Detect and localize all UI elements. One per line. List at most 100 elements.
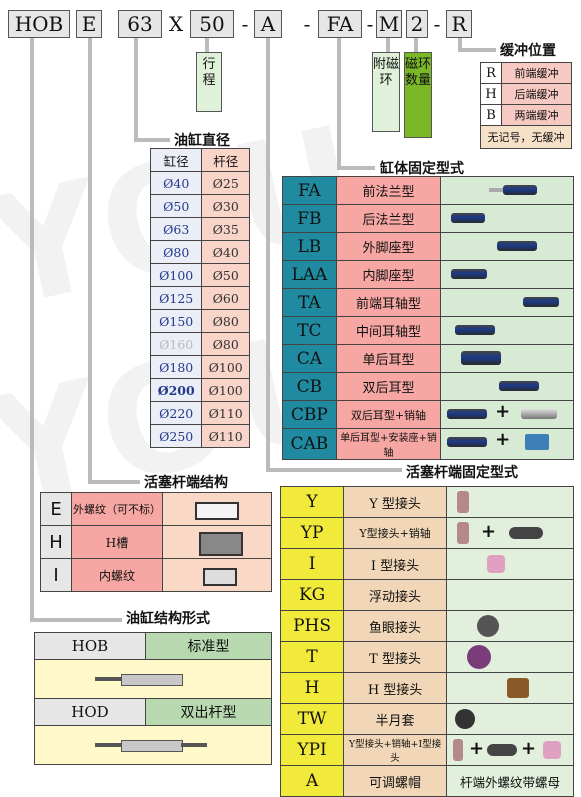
structure-title: 油缸结构形式 — [126, 611, 210, 627]
structure-code: HOD — [34, 698, 146, 726]
y-joint-icon — [452, 739, 463, 761]
leader-stroke — [205, 38, 209, 52]
code-stroke: 50 — [190, 10, 234, 38]
bore-value: Ø150 — [149, 309, 203, 333]
rod-header: 杆径 — [201, 148, 250, 172]
mount-code: LB — [282, 232, 337, 261]
bore-title: 油缸直径 — [174, 133, 230, 149]
mount-name: 内脚座型 — [335, 260, 442, 289]
mount-code: CAB — [282, 428, 337, 460]
buffer-note: 无记号，无缓冲 — [480, 125, 572, 149]
buffer-label: 前端缓冲 — [501, 62, 572, 84]
rod-end-image — [445, 641, 575, 673]
structure-row: HOD 双出杆型 — [34, 698, 272, 726]
standard-cylinder-icon — [121, 674, 183, 686]
rod-end-image: ++ — [445, 734, 575, 766]
rod-end-code: T — [279, 641, 345, 673]
code-dash: - — [366, 12, 374, 36]
bracket-icon — [525, 434, 550, 450]
rod-end-name: H 型接头 — [343, 672, 447, 704]
rod-value: Ø60 — [201, 286, 250, 310]
leader-buffer — [458, 38, 462, 52]
rod-icon — [489, 188, 504, 192]
rod-icon — [181, 743, 207, 747]
cylinder-icon — [523, 297, 560, 307]
rod-end-title: 活塞杆端固定型式 — [406, 465, 518, 481]
cylinder-icon — [447, 437, 488, 447]
rod-end-image — [445, 579, 575, 611]
rod-value: Ø110 — [201, 424, 250, 448]
structure-code: HOB — [34, 632, 146, 660]
structure-table: HOB 标准型 HOD 双出杆型 — [34, 632, 272, 765]
y-joint-icon — [456, 491, 469, 513]
piston-title: 活塞杆端结构 — [144, 475, 228, 491]
rod-end-name: 浮动接头 — [343, 579, 447, 611]
mount-image — [440, 288, 574, 317]
bore-value: Ø250 — [149, 424, 203, 448]
y-joint-icon — [456, 522, 469, 544]
leader-mount — [337, 38, 341, 170]
double-rod-cylinder-icon — [121, 740, 183, 752]
leader-buffer-h — [458, 48, 496, 52]
rod-end-name: T 型接头 — [343, 641, 447, 673]
code-separator-x: X — [168, 12, 184, 36]
code-mount: FA — [318, 10, 362, 38]
rod-value: Ø80 — [201, 309, 250, 333]
leader-bore — [134, 38, 138, 142]
bore-header: 缸径 — [149, 148, 203, 172]
code-dash: - — [303, 12, 311, 36]
mount-name: 双后耳型+销轴 — [335, 400, 442, 429]
bore-value: Ø180 — [149, 355, 203, 379]
rod-end-image — [445, 548, 575, 580]
bore-value: Ø50 — [149, 194, 203, 218]
rod-value: Ø110 — [201, 401, 250, 425]
mount-code: CBP — [282, 400, 337, 429]
mount-name: 单后耳型 — [335, 344, 442, 373]
i-joint-icon — [542, 741, 561, 759]
code-buffer: R — [446, 10, 472, 38]
magnet-count-label: 磁环数量 — [404, 52, 432, 138]
half-moon-sleeve-icon — [454, 709, 475, 729]
piston-name: H槽 — [71, 525, 163, 559]
mount-code: TC — [282, 316, 337, 345]
mount-code: CA — [282, 344, 337, 373]
rod-end-name: 半月套 — [343, 703, 447, 735]
leader-magnet — [386, 38, 390, 52]
mount-name: 前端耳轴型 — [335, 288, 442, 317]
code-dash: - — [433, 12, 441, 36]
h-joint-icon — [506, 678, 529, 698]
code-dash: - — [241, 12, 249, 36]
mount-code: FA — [282, 176, 337, 205]
buffer-code: B — [480, 104, 502, 126]
rod-value: Ø30 — [201, 194, 250, 218]
mount-image — [440, 232, 574, 261]
mount-code: LAA — [282, 260, 337, 289]
plus-icon: + — [495, 401, 511, 422]
rod-value: Ø100 — [201, 378, 250, 402]
rod-icon — [95, 743, 121, 747]
bore-value: Ø100 — [149, 263, 203, 287]
mount-image — [440, 344, 574, 373]
mount-image — [440, 372, 574, 401]
rod-end-code: A — [279, 765, 345, 797]
cylinder-icon — [447, 409, 488, 419]
buffer-title: 缓冲位置 — [500, 43, 556, 59]
piston-code: I — [40, 558, 72, 592]
buffer-label: 后端缓冲 — [501, 83, 572, 105]
cylinder-icon — [499, 381, 540, 391]
